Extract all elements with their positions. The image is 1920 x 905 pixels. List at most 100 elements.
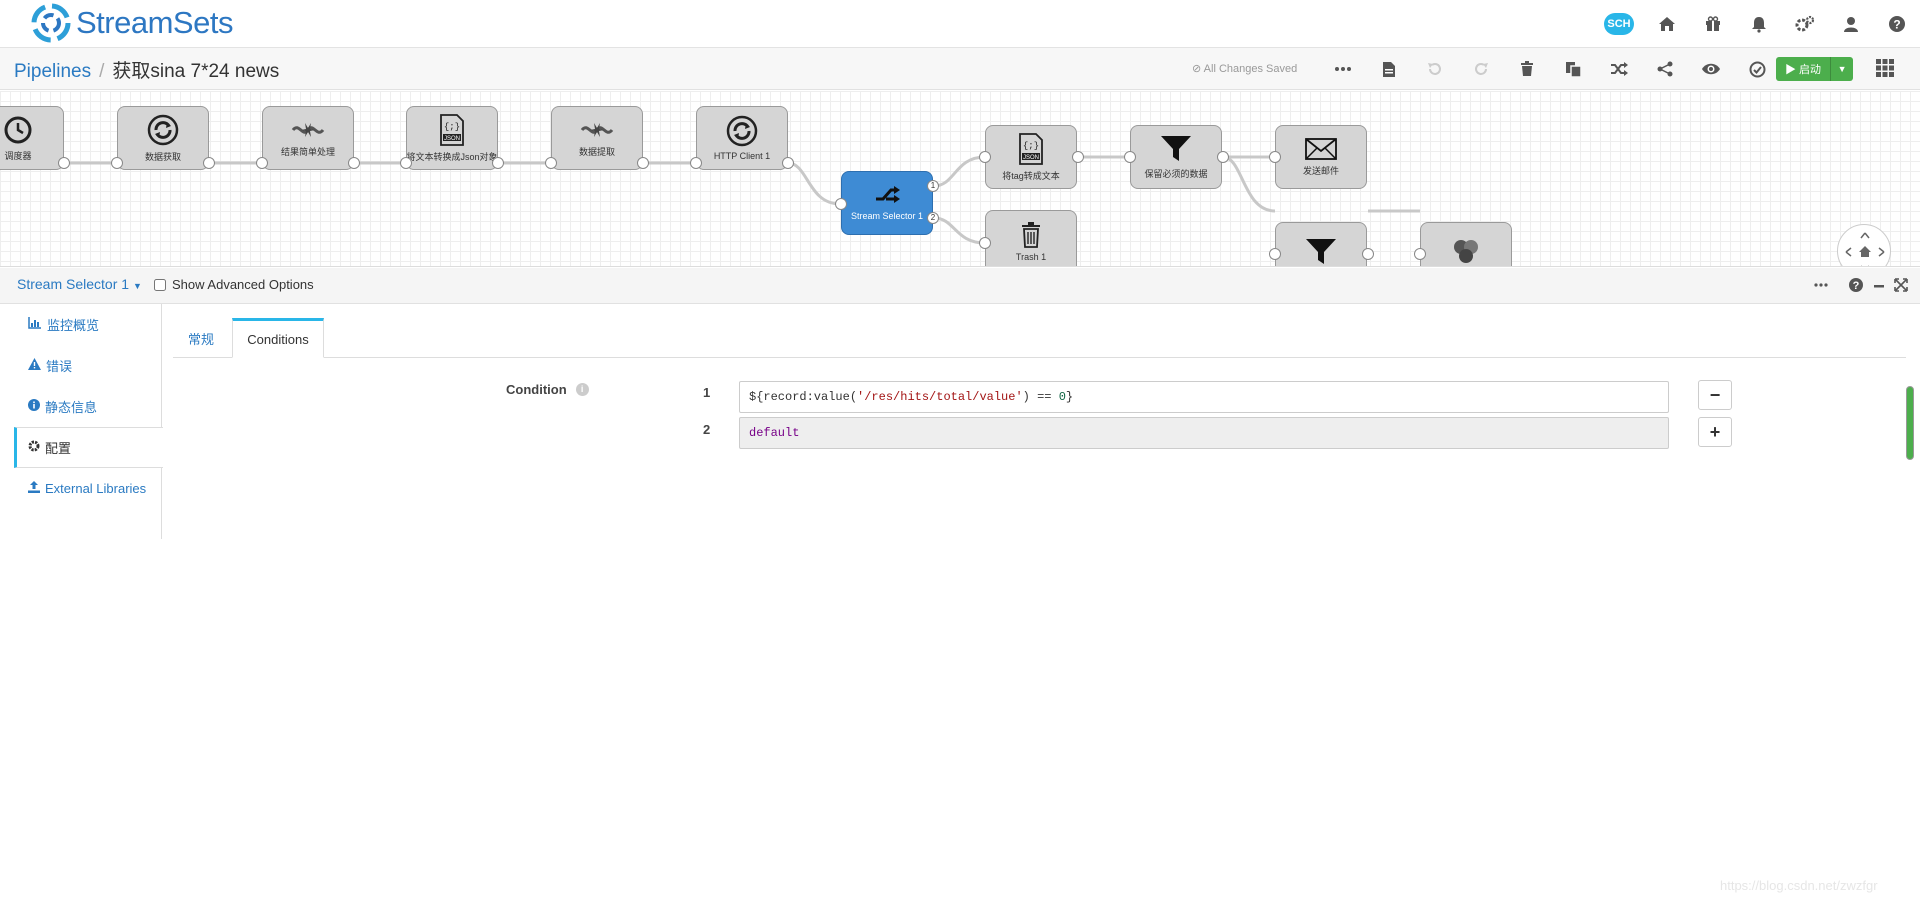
duplicate-icon[interactable]: [1550, 48, 1596, 90]
output-port[interactable]: [58, 157, 70, 169]
svg-text:{;}: {;}: [1023, 141, 1039, 151]
show-advanced-options[interactable]: Show Advanced Options: [154, 277, 314, 292]
remove-condition-button[interactable]: −: [1698, 380, 1732, 410]
svg-text:JSON: JSON: [1023, 155, 1039, 161]
output-port[interactable]: [637, 157, 649, 169]
output-port[interactable]: [1217, 151, 1229, 163]
nav-static-info[interactable]: 静态信息: [14, 386, 161, 427]
validate-check-icon[interactable]: [1734, 48, 1780, 90]
more-icon[interactable]: [1320, 48, 1366, 90]
undo-icon[interactable]: [1412, 48, 1458, 90]
help-icon[interactable]: ?: [1874, 0, 1920, 48]
app-grid-icon[interactable]: [1876, 59, 1894, 80]
panel-scrollbar[interactable]: [1906, 386, 1914, 460]
breadcrumb: Pipelines/获取sina 7*24 news: [14, 56, 279, 83]
stage-trash[interactable]: Trash 1: [985, 210, 1077, 266]
stage-name: Stream Selector 1: [17, 276, 130, 292]
pipeline-canvas[interactable]: 调度器 数据获取 结果简单处理 {;}JSON 将文本转换成Json对象 数据提…: [0, 91, 1920, 267]
home-icon[interactable]: [1644, 0, 1690, 48]
gift-icon[interactable]: [1690, 0, 1736, 48]
nav-errors[interactable]: 错误: [14, 345, 161, 386]
input-port[interactable]: [835, 198, 847, 210]
input-port[interactable]: [1414, 248, 1426, 260]
stage-send-email[interactable]: 发送邮件: [1275, 125, 1367, 189]
nav-label: 静态信息: [45, 400, 98, 415]
shuffle-icon[interactable]: [1596, 48, 1642, 90]
tab-general[interactable]: 常规: [187, 331, 214, 347]
condition-index: 2: [703, 422, 711, 437]
stage-destination[interactable]: [1420, 222, 1512, 266]
stage-data-extract[interactable]: 数据提取: [551, 106, 643, 170]
top-bar: StreamSets SCH ?: [0, 0, 1920, 48]
advanced-options-checkbox[interactable]: [154, 278, 166, 291]
redo-icon[interactable]: [1458, 48, 1504, 90]
input-port[interactable]: [690, 157, 702, 169]
selector-output-2[interactable]: 2: [927, 212, 939, 224]
input-port[interactable]: [256, 157, 268, 169]
output-port[interactable]: [203, 157, 215, 169]
breadcrumb-pipelines-link[interactable]: Pipelines: [14, 61, 92, 82]
stage-data-fetch[interactable]: 数据获取: [117, 106, 209, 170]
svg-text:?: ?: [1853, 280, 1860, 292]
stage-selector-dropdown[interactable]: Stream Selector 1 ▼: [17, 276, 142, 292]
sync-icon: [726, 115, 758, 147]
share-icon[interactable]: [1642, 48, 1688, 90]
start-pipeline-button[interactable]: ▶ 启动 ▼: [1776, 57, 1854, 81]
preview-eye-icon[interactable]: [1688, 48, 1734, 90]
delete-icon[interactable]: [1504, 48, 1550, 90]
stage-config-header: Stream Selector 1 ▼ Show Advanced Option…: [0, 268, 1920, 304]
selector-icon: [876, 186, 900, 203]
nav-external-libraries[interactable]: External Libraries: [14, 468, 161, 509]
input-port[interactable]: [111, 157, 123, 169]
output-port[interactable]: [348, 157, 360, 169]
sync-icon: [147, 114, 179, 145]
stage-keep-required-data[interactable]: 保留必须的数据: [1130, 125, 1222, 189]
gears-icon[interactable]: [1782, 0, 1828, 48]
tab-conditions[interactable]: Conditions: [232, 318, 324, 358]
output-port[interactable]: [782, 157, 794, 169]
stage-label: 保留必须的数据: [1144, 168, 1208, 179]
nav-monitoring-summary[interactable]: 监控概览: [14, 304, 161, 345]
stage-side-nav: 监控概览 错误 静态信息 配置 External Libraries: [14, 304, 163, 539]
stage-filter-2[interactable]: [1275, 222, 1367, 266]
minimize-icon[interactable]: [1872, 276, 1886, 297]
expr-operator: ) ==: [1022, 390, 1059, 404]
input-port[interactable]: [400, 157, 412, 169]
start-dropdown-chevron-icon[interactable]: ▼: [1831, 57, 1854, 81]
stage-scheduler[interactable]: 调度器: [0, 106, 64, 170]
config-tabs: 常规 Conditions: [173, 318, 1906, 358]
input-port[interactable]: [979, 237, 991, 249]
selector-output-1[interactable]: 1: [927, 180, 939, 192]
stage-stream-selector[interactable]: Stream Selector 1: [841, 171, 933, 235]
stage-tag-to-text[interactable]: {;} JSON 将tag转成文本: [985, 125, 1077, 189]
maximize-icon[interactable]: [1894, 276, 1908, 297]
stage-text-to-json[interactable]: {;}JSON 将文本转换成Json对象: [406, 106, 498, 170]
stage-result-process[interactable]: 结果简单处理: [262, 106, 354, 170]
stage-label: Trash 1: [1015, 252, 1047, 262]
user-icon[interactable]: [1828, 0, 1874, 48]
start-button-label[interactable]: ▶ 启动: [1776, 57, 1832, 81]
input-port[interactable]: [1269, 248, 1281, 260]
stage-label: 发送邮件: [1302, 165, 1339, 176]
document-icon[interactable]: [1366, 48, 1412, 90]
info-icon[interactable]: i: [575, 383, 589, 396]
breadcrumb-separator: /: [99, 61, 105, 82]
output-port[interactable]: [1362, 248, 1374, 260]
input-port[interactable]: [545, 157, 557, 169]
condition-input-1[interactable]: ${record:value('/res/hits/total/value') …: [739, 381, 1669, 413]
streamsets-logo[interactable]: StreamSets: [30, 2, 233, 44]
input-port[interactable]: [1124, 151, 1136, 163]
stage-label: 将tag转成文本: [1002, 170, 1060, 181]
sch-cloud-icon[interactable]: SCH: [1604, 13, 1634, 35]
help-icon[interactable]: ?: [1848, 276, 1864, 297]
nav-configuration[interactable]: 配置: [14, 427, 163, 468]
input-port[interactable]: [1269, 151, 1281, 163]
more-icon[interactable]: [1814, 276, 1828, 297]
output-port[interactable]: [492, 157, 504, 169]
canvas-pan-control[interactable]: [1837, 224, 1891, 266]
output-port[interactable]: [1072, 151, 1084, 163]
input-port[interactable]: [979, 151, 991, 163]
add-condition-button[interactable]: +: [1698, 417, 1732, 447]
bell-icon[interactable]: [1736, 0, 1782, 48]
stage-http-client[interactable]: HTTP Client 1: [696, 106, 788, 170]
